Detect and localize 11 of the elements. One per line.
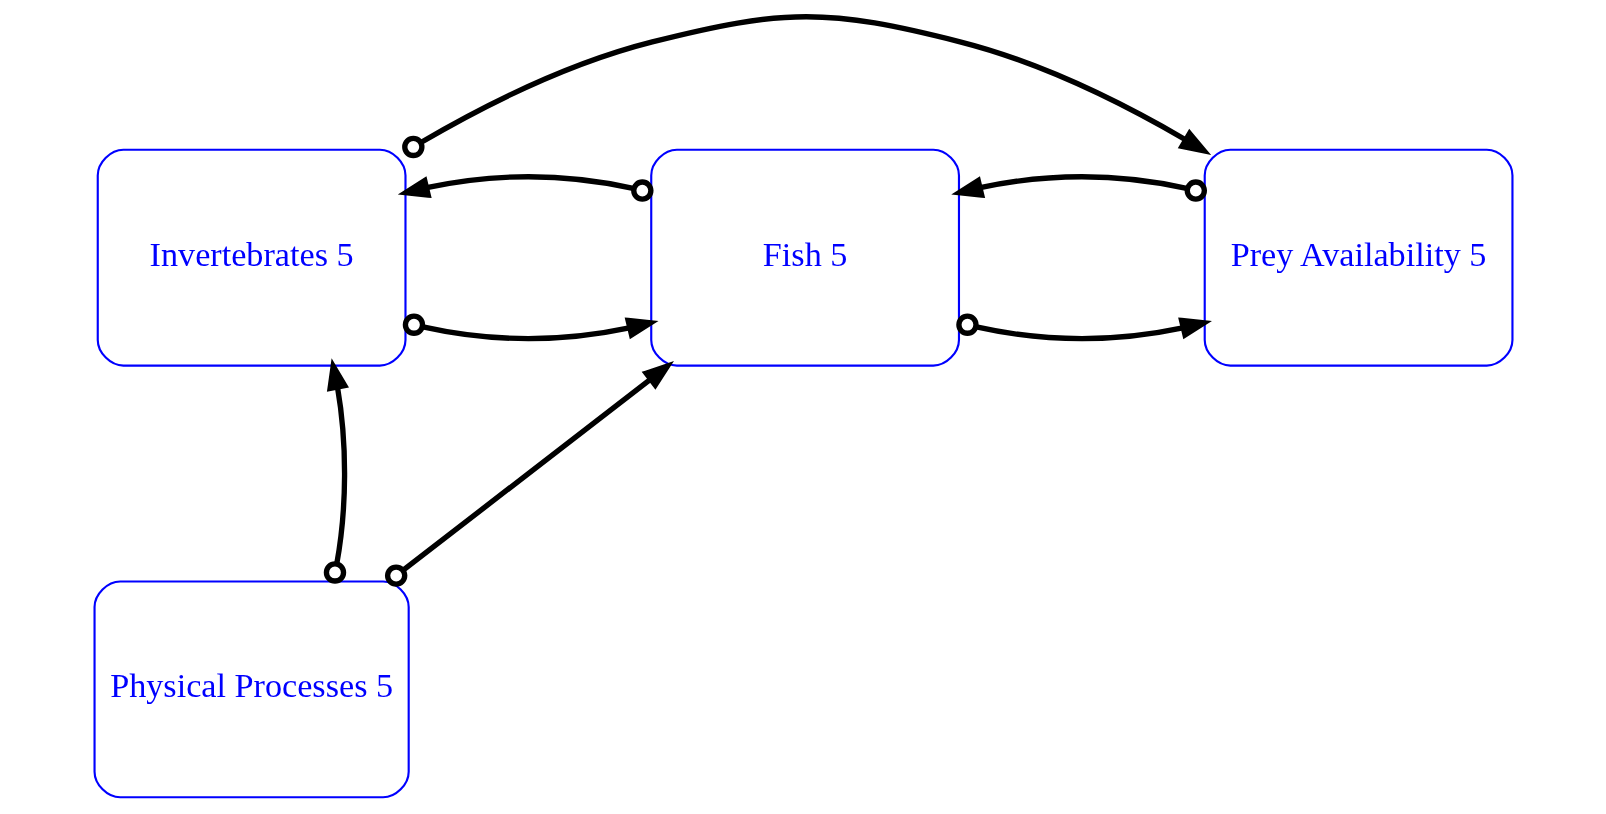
- arrow: [402, 313, 658, 342]
- node-box: Prey Availability 5: [1203, 148, 1513, 367]
- arrow: [401, 14, 1211, 159]
- arrow: [323, 358, 349, 584]
- arrow: [955, 313, 1212, 342]
- node-box: Physical Processes 5: [93, 580, 410, 799]
- node-box: Fish 5: [649, 148, 960, 367]
- arrow: [950, 174, 1207, 202]
- node-box: Invertebrates 5: [96, 148, 407, 367]
- arrow: [384, 361, 674, 587]
- arrow: [397, 174, 654, 202]
